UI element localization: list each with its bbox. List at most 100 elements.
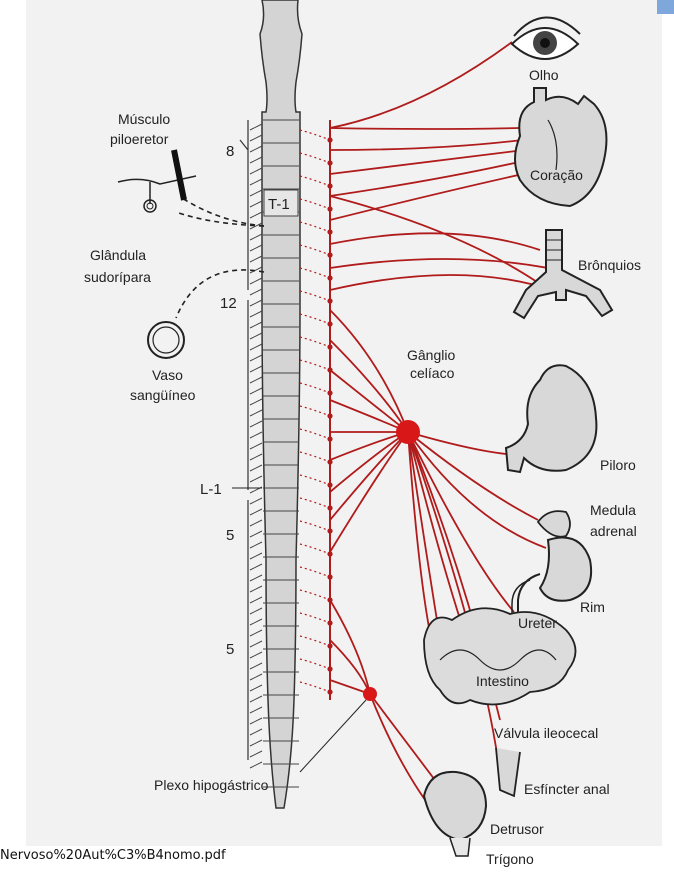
chain-ganglion	[327, 298, 332, 303]
chain-ganglion	[327, 137, 332, 142]
nerve-root-hatch	[250, 234, 262, 240]
nerve-root-hatch	[250, 674, 262, 680]
label-muscle-1: Músculo	[118, 111, 170, 127]
preganglionic-fiber	[300, 590, 330, 600]
preganglionic-fiber	[300, 659, 330, 669]
postganglionic-nerve	[330, 150, 524, 174]
label-muscle-2: piloeretor	[110, 131, 169, 147]
preganglionic-fiber	[300, 130, 330, 140]
nerve-root-hatch	[250, 564, 262, 570]
nerve-root-hatch	[250, 179, 262, 185]
postganglionic-nerve	[330, 160, 528, 196]
chain-ganglion	[327, 528, 332, 533]
chain-ganglion	[327, 344, 332, 349]
nerve-root-hatch	[250, 366, 262, 372]
postganglionic-nerve	[330, 42, 512, 128]
label-bronchi: Brônquios	[578, 257, 641, 273]
marker-5a: 5	[226, 527, 234, 544]
nerve-root-hatch	[250, 696, 262, 702]
nerve-root-hatch	[250, 652, 262, 658]
intestine-icon	[424, 608, 576, 796]
nerve-root-hatch	[250, 388, 262, 394]
nerve-root-hatch	[250, 201, 262, 207]
chain-ganglion	[327, 689, 332, 694]
chain-ganglion	[327, 321, 332, 326]
nerve-root-hatch	[250, 146, 262, 152]
label-gland-2: sudorípara	[84, 269, 151, 285]
nerve-root-hatch	[250, 465, 262, 471]
postganglionic-nerve	[330, 432, 408, 552]
nerve-root-hatch	[250, 278, 262, 284]
preganglionic-fiber	[300, 176, 330, 186]
nerve-root-hatch	[250, 256, 262, 262]
chain-ganglion	[327, 160, 332, 165]
nerve-root-hatch	[250, 762, 262, 768]
postganglionic-nerve	[330, 432, 408, 492]
nerve-root-hatch	[250, 597, 262, 603]
heart-icon	[515, 88, 606, 206]
nerve-root-hatch	[250, 498, 262, 504]
nerve-root-hatch	[250, 124, 262, 130]
marker-l1: L-1	[200, 481, 222, 498]
nerve-root-hatch	[250, 421, 262, 427]
nerve-root-hatch	[250, 333, 262, 339]
blood-vessel-icon	[148, 322, 184, 358]
preganglionic-fiber	[300, 291, 330, 301]
nerve-root-hatch	[250, 751, 262, 757]
postganglionic-nerve	[330, 140, 522, 150]
nerve-root-hatch	[250, 476, 262, 482]
footer-filename: Nervoso%20Aut%C3%B4nomo.pdf	[0, 848, 226, 863]
nerve-root-hatch	[250, 190, 262, 196]
label-ganglion-2: celíaco	[410, 365, 455, 381]
postganglionic-nerve	[330, 196, 540, 284]
nerve-root-hatch	[250, 740, 262, 746]
preganglionic-fiber	[300, 222, 330, 232]
preganglionic-fiber	[300, 544, 330, 554]
nerve-root-hatch	[250, 630, 262, 636]
postganglionic-nerve	[408, 432, 514, 612]
preganglionic-fiber	[300, 245, 330, 255]
nerve-root-hatch	[250, 135, 262, 141]
preganglionic-fiber	[300, 268, 330, 278]
label-trigone: Trígono	[486, 851, 534, 867]
nerve-root-hatch	[250, 300, 262, 306]
label-gland-1: Glândula	[90, 247, 146, 263]
preganglionic-fiber	[300, 636, 330, 646]
nerve-root-hatch	[250, 289, 262, 295]
chain-ganglion	[327, 505, 332, 510]
preganglionic-fiber	[300, 337, 330, 347]
label-kidney: Rim	[580, 599, 605, 615]
postganglionic-nerve	[330, 259, 548, 268]
bronchi-icon	[514, 230, 612, 318]
preganglionic-fiber	[300, 452, 330, 462]
marker-t1: T-1	[268, 196, 290, 213]
nerve-root-hatch	[250, 157, 262, 163]
postganglionic-nerve	[330, 310, 408, 432]
preganglionic-fiber	[300, 521, 330, 531]
nerve-root-hatch	[250, 685, 262, 691]
chain-ganglion	[327, 643, 332, 648]
nerve-root-hatch	[250, 443, 262, 449]
nerve-root-hatch	[250, 410, 262, 416]
label-adrenal-2: adrenal	[590, 523, 637, 539]
chain-ganglion	[327, 413, 332, 418]
piloerector-icon	[118, 150, 196, 204]
label-hypogastric: Plexo hipogástrico	[154, 777, 269, 793]
hypogastric-plexus-node	[363, 687, 377, 701]
chain-ganglion	[327, 574, 332, 579]
chain-ganglion	[327, 482, 332, 487]
label-anal-sphincter: Esfíncter anal	[524, 781, 610, 797]
label-pylorus: Piloro	[600, 457, 636, 473]
nerve-root-hatch	[250, 245, 262, 251]
label-vessel-1: Vaso	[152, 367, 183, 383]
nerve-root-hatch	[250, 377, 262, 383]
chain-ganglion	[327, 436, 332, 441]
label-detrusor: Detrusor	[490, 821, 544, 837]
label-eye: Olho	[529, 67, 559, 83]
nerve-root-hatch	[250, 729, 262, 735]
nerve-root-hatch	[250, 344, 262, 350]
preganglionic-fiber	[300, 429, 330, 439]
preganglionic-fiber	[300, 406, 330, 416]
postganglionic-nerve	[330, 640, 370, 694]
